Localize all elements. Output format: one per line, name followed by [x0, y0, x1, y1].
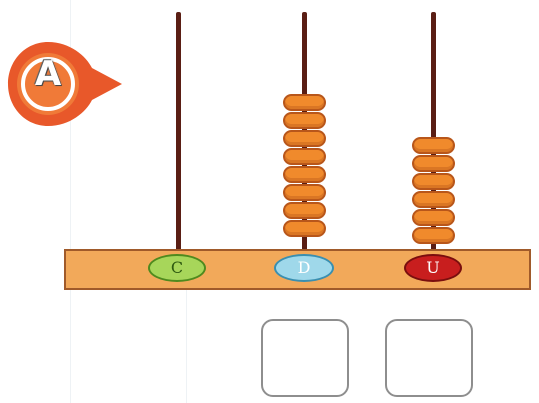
background-guide-line: [70, 0, 71, 403]
place-label-u: U: [404, 254, 462, 282]
badge-shape-icon: [8, 42, 122, 126]
place-label-c: C: [148, 254, 206, 282]
bead: [412, 227, 455, 244]
bead: [283, 220, 326, 237]
answer-box-unidades[interactable]: [385, 319, 473, 397]
bead: [412, 155, 455, 172]
bead: [283, 148, 326, 165]
bead: [283, 166, 326, 183]
bead: [412, 137, 455, 154]
place-label-d: D: [274, 254, 334, 282]
bead: [283, 130, 326, 147]
rod-unidades: [431, 12, 436, 258]
bead: [412, 191, 455, 208]
exercise-label-badge: A: [6, 38, 126, 130]
bead: [412, 173, 455, 190]
bead: [283, 112, 326, 129]
rod-centenas: [176, 12, 181, 258]
bead: [283, 202, 326, 219]
bead: [283, 94, 326, 111]
bead: [412, 209, 455, 226]
answer-box-decenas[interactable]: [261, 319, 349, 397]
background-guide-line: [186, 290, 187, 403]
bead: [283, 184, 326, 201]
exercise-letter: A: [34, 54, 62, 94]
